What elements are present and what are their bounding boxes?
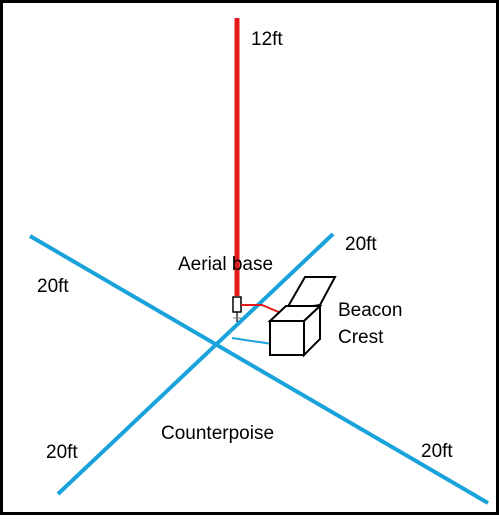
aerial-base-insulator: [232, 296, 242, 313]
radial-line-sw-ne: [56, 232, 335, 496]
box-label-line2: Crest: [338, 327, 384, 348]
box-label-line1: Beacon: [338, 300, 402, 321]
aerial-base-label: Aerial base: [178, 254, 273, 275]
ground-link-to-box: [231, 337, 273, 345]
radial-upper-right-label: 20ft: [345, 234, 377, 255]
vertical-length-label: 12ft: [251, 29, 283, 50]
radial-lower-left-label: 20ft: [46, 442, 78, 463]
radial-lower-right-label: 20ft: [421, 441, 453, 462]
counterpoise-label: Counterpoise: [161, 423, 274, 444]
radial-upper-left-label: 20ft: [37, 276, 69, 297]
box-front: [269, 320, 305, 356]
radial-line-nw-se: [28, 234, 490, 505]
